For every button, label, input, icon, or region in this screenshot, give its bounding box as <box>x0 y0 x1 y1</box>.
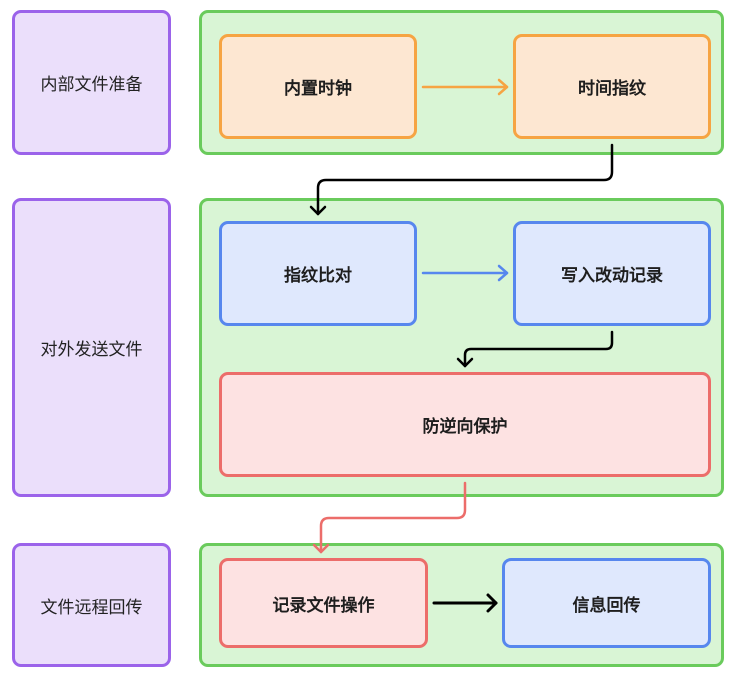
node-fingerprint-compare[interactable]: 指纹比对 <box>219 221 417 326</box>
node-anti-reverse-protection[interactable]: 防逆向保护 <box>219 372 711 477</box>
node-builtin-clock[interactable]: 内置时钟 <box>219 34 417 139</box>
node-label: 时间指纹 <box>578 79 646 99</box>
node-label: 防逆向保护 <box>422 417 508 437</box>
lane-label: 内部文件准备 <box>40 75 143 95</box>
node-time-fingerprint[interactable]: 时间指纹 <box>513 34 711 139</box>
lane-label: 对外发送文件 <box>40 340 143 360</box>
lane-internal-file-prep: 内部文件准备 <box>12 10 171 155</box>
lane-send-file-external: 对外发送文件 <box>12 198 171 497</box>
node-label: 写入改动记录 <box>561 266 663 286</box>
node-info-return[interactable]: 信息回传 <box>502 558 711 648</box>
node-write-change-log[interactable]: 写入改动记录 <box>513 221 711 326</box>
node-label: 记录文件操作 <box>272 595 375 616</box>
node-label: 指纹比对 <box>284 266 352 286</box>
node-record-file-operation[interactable]: 记录文件操作 <box>219 558 428 648</box>
node-label: 内置时钟 <box>284 79 352 99</box>
lane-label: 文件远程回传 <box>40 597 143 618</box>
node-label: 信息回传 <box>572 595 641 616</box>
lane-remote-file-return: 文件远程回传 <box>12 543 171 667</box>
